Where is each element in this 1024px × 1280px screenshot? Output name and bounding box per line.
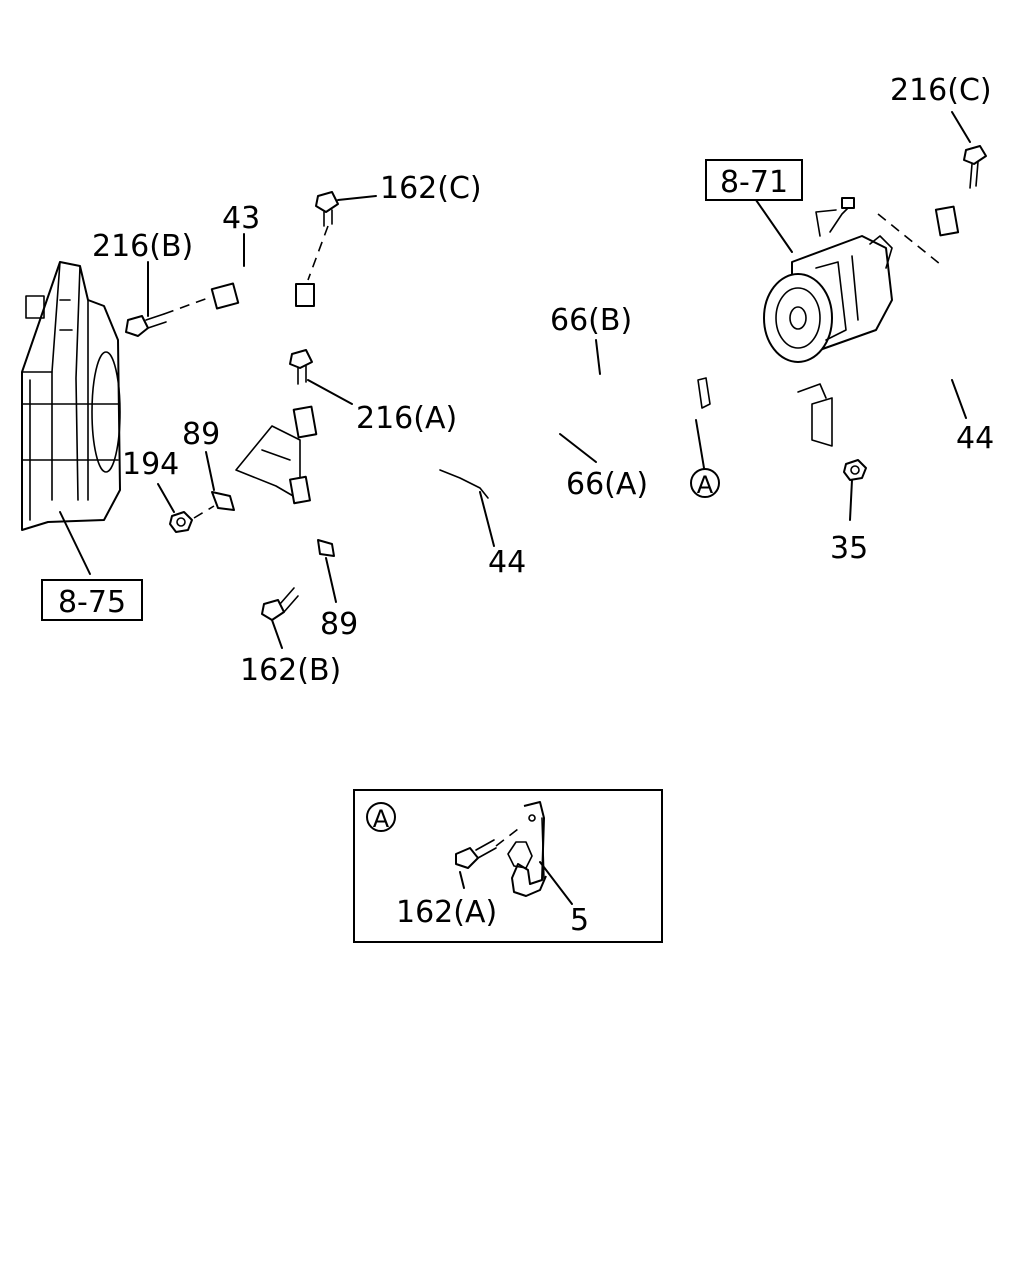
label-43: 43: [222, 201, 260, 236]
svg-text:8-71: 8-71: [720, 165, 788, 200]
label-162b: 162(B): [240, 653, 341, 688]
ref-box-8-75: 8-75: [41, 579, 143, 621]
callout-circle-a: A: [690, 468, 720, 499]
label-66a: 66(A): [566, 467, 648, 502]
label-194: 194: [122, 447, 179, 482]
label-66b: 66(B): [550, 303, 632, 338]
label-162c: 162(C): [380, 171, 482, 206]
hoses: [203, 219, 1005, 585]
label-5: 5: [570, 903, 589, 938]
ref-box-8-71: 8-71: [705, 159, 803, 201]
label-216c: 216(C): [890, 73, 992, 108]
label-89-lower: 89: [320, 607, 358, 642]
label-216b: 216(B): [92, 229, 193, 264]
fasteners: [125, 145, 987, 621]
label-216a: 216(A): [356, 401, 457, 436]
svg-text:A: A: [697, 471, 714, 499]
label-89-upper: 89: [182, 417, 220, 452]
compressor: [763, 197, 893, 363]
label-44-right: 44: [956, 421, 994, 456]
label-44-middle: 44: [488, 545, 526, 580]
condenser-fan-shroud: [21, 261, 121, 531]
svg-text:A: A: [373, 805, 390, 833]
svg-text:8-75: 8-75: [58, 585, 126, 620]
label-35: 35: [830, 531, 868, 566]
label-162a: 162(A): [396, 895, 497, 930]
leader-lines: [59, 111, 971, 649]
detail-inset-a: A 162(A) 5: [353, 789, 663, 943]
